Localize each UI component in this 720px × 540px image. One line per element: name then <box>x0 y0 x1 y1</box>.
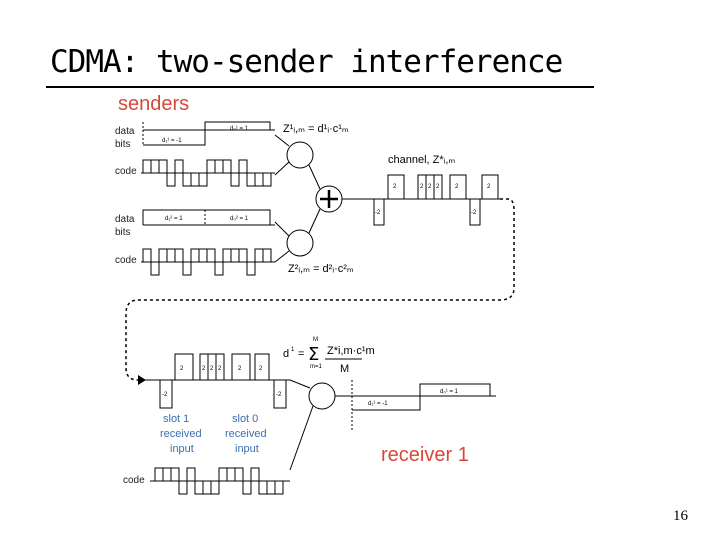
svg-text:2: 2 <box>259 366 263 372</box>
channel-waveform <box>370 174 500 226</box>
svg-text:2: 2 <box>436 184 440 190</box>
svg-text:2: 2 <box>420 184 424 190</box>
channel-values: 2 2 2 2 2 2 -2 -2 <box>375 184 491 216</box>
sender1-bits-label: bits <box>115 139 131 150</box>
sender1-code-waveform <box>141 159 275 187</box>
svg-text:M: M <box>340 363 349 375</box>
receiver-output-waveform <box>351 380 496 432</box>
svg-text:slot 1: slot 1 <box>163 413 189 425</box>
sender2-bit0: d₁² = 1 <box>165 216 183 222</box>
sender2-data-label: data <box>115 214 135 225</box>
received-values: 2 2 2 2 2 2 -2 -2 <box>162 366 282 398</box>
title-underline <box>46 86 594 88</box>
svg-text:2: 2 <box>455 184 459 190</box>
svg-text:M: M <box>313 337 318 343</box>
received-waveform <box>145 353 290 409</box>
svg-text:m=1: m=1 <box>310 364 323 370</box>
svg-text:2: 2 <box>218 366 222 372</box>
svg-text:Σ: Σ <box>308 344 319 365</box>
svg-text:=: = <box>298 348 304 360</box>
channel-label: channel, Z*ᵢ,ₘ <box>388 154 455 166</box>
receiver-code-label: code <box>123 475 145 486</box>
sender2-bits-label: bits <box>115 227 131 238</box>
svg-text:2: 2 <box>180 366 184 372</box>
receiver-multiplier <box>308 382 336 410</box>
svg-text:-2: -2 <box>162 392 168 398</box>
svg-text:input: input <box>235 443 259 455</box>
senders-label: senders <box>118 93 189 115</box>
svg-text:1: 1 <box>291 347 295 353</box>
sender2-data-waveform <box>142 209 275 226</box>
svg-text:input: input <box>170 443 194 455</box>
receiver-input-arrow <box>138 375 146 385</box>
sender1-multiplier <box>286 141 314 169</box>
sender2-code-waveform <box>141 248 275 276</box>
sender2-formula: Z²ᵢ,ₘ = d²ᵢ·c²ₘ <box>288 263 354 275</box>
svg-text:received: received <box>225 428 267 440</box>
svg-text:Z*i,m·c¹m: Z*i,m·c¹m <box>327 345 375 357</box>
svg-text:received: received <box>160 428 202 440</box>
sender1-code-label: code <box>115 166 137 177</box>
svg-text:-2: -2 <box>375 210 381 216</box>
receiver-label: receiver 1 <box>381 444 469 466</box>
svg-text:slot 0: slot 0 <box>232 413 258 425</box>
channel-to-receiver-path <box>125 198 515 381</box>
slot0-label: slot 0 received input <box>225 413 267 455</box>
receiver-formula: d 1 = M Σ m=1 Z*i,m·c¹m M <box>283 337 375 375</box>
slide-title: CDMA: two-sender interference <box>50 44 563 80</box>
sender1-bit1: d₀¹ = 1 <box>230 126 249 132</box>
page-number: 16 <box>673 508 688 524</box>
receiver-connectors <box>289 379 352 471</box>
svg-text:-2: -2 <box>276 392 282 398</box>
svg-text:2: 2 <box>393 184 397 190</box>
sender1-data-label: data <box>115 126 135 137</box>
svg-text:d: d <box>283 348 289 360</box>
svg-text:2: 2 <box>202 366 206 372</box>
sender2-code-label: code <box>115 255 137 266</box>
svg-text:2: 2 <box>210 366 214 372</box>
receiver-bit1: d₀¹ = 1 <box>440 389 459 395</box>
sender1-data-waveform <box>142 121 275 146</box>
svg-text:2: 2 <box>238 366 242 372</box>
sender2-bit1: d₀² = 1 <box>230 216 249 222</box>
receiver-code-waveform <box>150 467 290 495</box>
channel-adder <box>315 185 343 213</box>
sender2-multiplier <box>286 229 314 257</box>
svg-text:-2: -2 <box>471 210 477 216</box>
receiver-bit0: d₁¹ = -1 <box>368 401 388 407</box>
svg-text:2: 2 <box>428 184 432 190</box>
sender1-bit0: d₁¹ = -1 <box>162 138 182 144</box>
sender1-formula: Z¹ᵢ,ₘ = d¹ᵢ·c¹ₘ <box>283 123 349 135</box>
slot1-label: slot 1 received input <box>160 413 202 455</box>
svg-text:2: 2 <box>487 184 491 190</box>
sender-connectors <box>274 134 370 263</box>
